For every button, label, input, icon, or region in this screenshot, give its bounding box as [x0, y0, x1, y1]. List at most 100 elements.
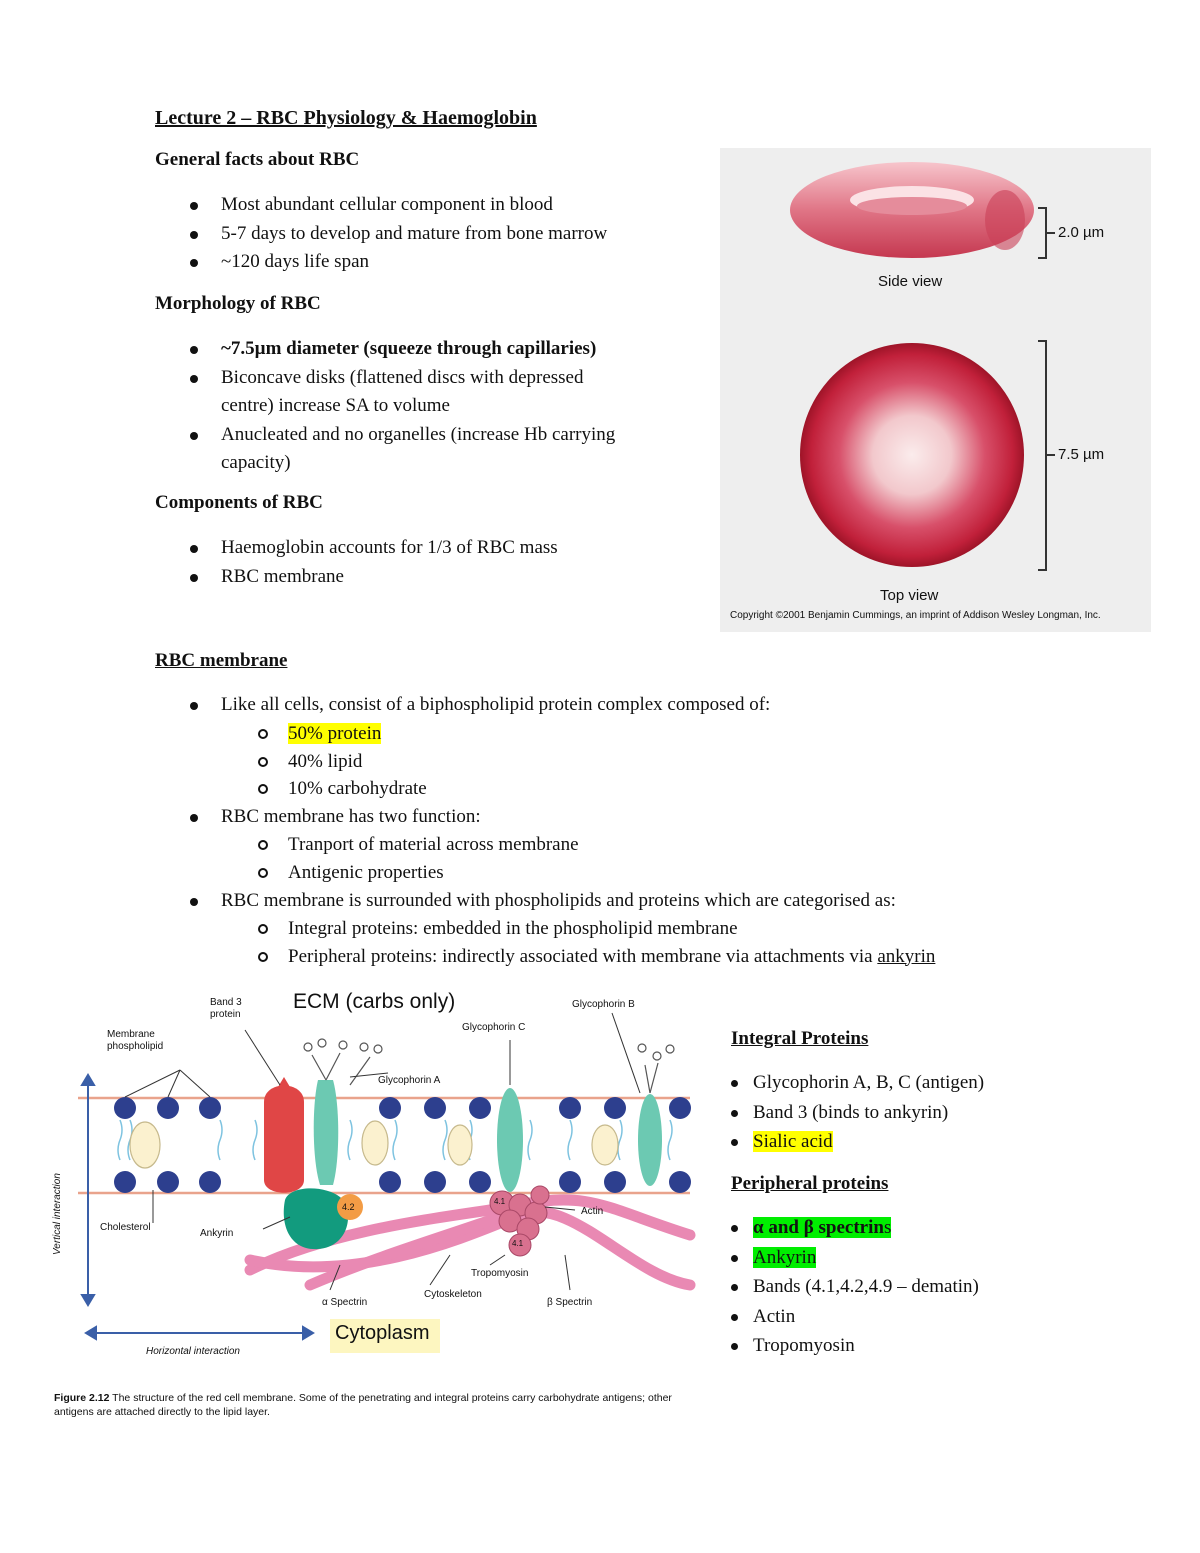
ankyrin-protein	[283, 1188, 349, 1250]
list-item: 40% lipid	[155, 748, 1155, 776]
general-list: Most abundant cellular component in bloo…	[155, 191, 715, 277]
general-heading: General facts about RBC	[155, 149, 360, 170]
band41-label-a: 4.1	[494, 1197, 506, 1206]
list-item: Anucleated and no organelles (increase H…	[155, 421, 715, 478]
list-item: Biconcave disks (flattened discs with de…	[155, 364, 715, 421]
glycophorin-b	[638, 1094, 662, 1186]
integral-list: Glycophorin A, B, C (antigen) Band 3 (bi…	[731, 1068, 1151, 1157]
phospholipid-label: Membrane phospholipid	[107, 1029, 164, 1052]
list-item-text: Anucleated and no organelles (increase H…	[221, 423, 616, 445]
list-item: ~120 days life span	[155, 248, 715, 277]
carbohydrate-chains	[303, 1038, 675, 1094]
category-sub-list: Integral proteins: embedded in the phosp…	[155, 915, 1155, 970]
side-dimension-bracket	[1038, 207, 1047, 259]
ankyrin-underlined: ankyrin	[877, 945, 936, 967]
function-list: RBC membrane has two function:	[155, 803, 1155, 832]
rbc-figure: 2.0 µm Side view 7.5 µm Top view Copyrig…	[720, 148, 1151, 632]
list-item: Bands (4.1,4.2,4.9 – dematin)	[731, 1272, 1151, 1302]
actin-cluster	[489, 1185, 550, 1257]
band3-protein	[264, 1085, 304, 1193]
list-item: Integral proteins: embedded in the phosp…	[155, 915, 1155, 943]
tropomyosin-label: Tropomyosin	[471, 1268, 529, 1279]
list-item: Like all cells, consist of a biphospholi…	[155, 691, 1155, 720]
copyright-text: Copyright ©2001 Benjamin Cummings, an im…	[730, 610, 1101, 621]
lipid-tails	[117, 1119, 673, 1161]
figure-caption: Figure 2.12 The structure of the red cel…	[54, 1391, 704, 1419]
ankyrin-label: Ankyrin	[200, 1228, 234, 1239]
highlighted-text: Sialic acid	[753, 1131, 833, 1152]
cytoskeleton-label: Cytoskeleton	[424, 1289, 482, 1300]
ecm-label: ECM (carbs only)	[293, 990, 456, 1013]
components-heading: Components of RBC	[155, 492, 323, 513]
list-item: Most abundant cellular component in bloo…	[155, 191, 715, 220]
morphology-list: ~7.5µm diameter (squeeze through capilla…	[155, 335, 715, 478]
glycophorin-b-label: Glycophorin B	[572, 999, 635, 1010]
cholesterol-label: Cholesterol	[100, 1222, 151, 1233]
list-item: RBC membrane has two function:	[155, 803, 1155, 832]
peripheral-list: α and β spectrins Ankyrin Bands (4.1,4.2…	[731, 1213, 1151, 1361]
vertical-interaction-label: Vertical interaction	[52, 1173, 63, 1255]
side-dimension-label: 2.0 µm	[1058, 224, 1105, 241]
band42-label: 4.2	[342, 1202, 355, 1212]
list-item: Ankyrin	[731, 1243, 1151, 1273]
list-item: 10% carbohydrate	[155, 775, 1155, 803]
highlighted-text: α and β spectrins	[753, 1217, 892, 1238]
list-item: RBC membrane	[155, 563, 715, 592]
spectrin-suffix: s	[883, 1217, 892, 1238]
membrane-illustration	[78, 1012, 696, 1353]
glycophorin-a	[313, 1080, 339, 1185]
list-item: Actin	[731, 1302, 1151, 1332]
page-title: Lecture 2 – RBC Physiology & Haemoglobin	[155, 107, 537, 129]
list-item: Peripheral proteins: indirectly associat…	[155, 943, 1155, 971]
beta-spectrin-label: β Spectrin	[547, 1297, 593, 1308]
list-item: Antigenic properties	[155, 859, 1155, 887]
horizontal-interaction-label: Horizontal interaction	[146, 1346, 240, 1357]
membrane-list: Like all cells, consist of a biphospholi…	[155, 691, 1155, 720]
list-item-text: Biconcave disks (flattened discs with de…	[221, 366, 584, 388]
caption-text: The structure of the red cell membrane. …	[54, 1392, 672, 1418]
cytoplasm-label: Cytoplasm	[335, 1322, 430, 1344]
top-view-cell	[800, 343, 1024, 567]
top-dimension-label: 7.5 µm	[1058, 446, 1105, 463]
components-list: Haemoglobin accounts for 1/3 of RBC mass…	[155, 534, 715, 591]
band3-label: Band 3 protein	[210, 997, 242, 1020]
caption-number: Figure 2.12	[54, 1392, 110, 1404]
membrane-heading: RBC membrane	[155, 650, 288, 671]
band41-label-b: 4.1	[512, 1239, 524, 1248]
glycophorin-c-label: Glycophorin C	[462, 1022, 526, 1033]
top-view-label: Top view	[880, 587, 939, 604]
list-item: α and β spectrins	[731, 1213, 1151, 1243]
side-view-cell	[790, 162, 1034, 258]
side-view-label: Side view	[878, 273, 943, 290]
spectrin-text: α and β spectrin	[753, 1217, 884, 1238]
glycophorin-c	[497, 1088, 523, 1192]
function-sub-list: Tranport of material across membrane Ant…	[155, 831, 1155, 886]
list-item: 5-7 days to develop and mature from bone…	[155, 220, 715, 249]
list-item-text: centre) increase SA to volume	[221, 395, 450, 416]
alpha-spectrin-label: α Spectrin	[322, 1297, 368, 1308]
list-item: Tropomyosin	[731, 1331, 1151, 1361]
list-item: Haemoglobin accounts for 1/3 of RBC mass	[155, 534, 715, 563]
highlighted-text: Ankyrin	[753, 1246, 817, 1268]
phospholipid-heads	[114, 1097, 691, 1193]
rbc-illustration	[790, 162, 1055, 571]
integral-heading: Integral Proteins	[731, 1028, 869, 1049]
glycophorin-a-label: Glycophorin A	[378, 1075, 441, 1086]
list-item: Band 3 (binds to ankyrin)	[731, 1098, 1151, 1128]
list-item-text: Peripheral proteins: indirectly associat…	[288, 945, 878, 967]
list-item-text: ~7.5µm diameter (squeeze through capilla…	[221, 338, 597, 359]
list-item-text: capacity)	[221, 452, 291, 473]
list-item: RBC membrane is surrounded with phosphol…	[155, 887, 1155, 916]
actin-label: Actin	[581, 1206, 604, 1217]
list-item: 50% protein	[155, 720, 1155, 748]
peripheral-heading: Peripheral proteins	[731, 1173, 889, 1194]
list-item: Glycophorin A, B, C (antigen)	[731, 1068, 1151, 1098]
category-list: RBC membrane is surrounded with phosphol…	[155, 887, 1155, 916]
morphology-heading: Morphology of RBC	[155, 293, 321, 314]
composition-list: 50% protein 40% lipid 10% carbohydrate	[155, 720, 1155, 803]
list-item: ~7.5µm diameter (squeeze through capilla…	[155, 335, 715, 364]
band42-protein	[337, 1194, 363, 1220]
membrane-figure: ECM (carbs only) Cytoplasm Band 3 protei…	[50, 985, 720, 1425]
list-item: Tranport of material across membrane	[155, 831, 1155, 859]
interaction-arrows	[80, 1073, 315, 1341]
